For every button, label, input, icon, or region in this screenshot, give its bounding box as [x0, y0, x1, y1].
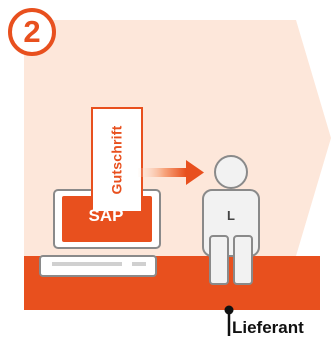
step-number-badge: 2 — [8, 8, 56, 56]
pin-icon — [224, 305, 234, 336]
arrow-right-icon — [138, 160, 204, 185]
document-label: Gutschrift — [108, 125, 125, 195]
person-icon — [202, 155, 260, 285]
person-initial: L — [227, 208, 235, 223]
document-icon — [91, 107, 143, 213]
document-label-wrapper: Gutschrift — [92, 110, 140, 210]
supplier-label: Lieferant — [232, 318, 304, 337]
sap-label: SAP — [88, 206, 124, 225]
